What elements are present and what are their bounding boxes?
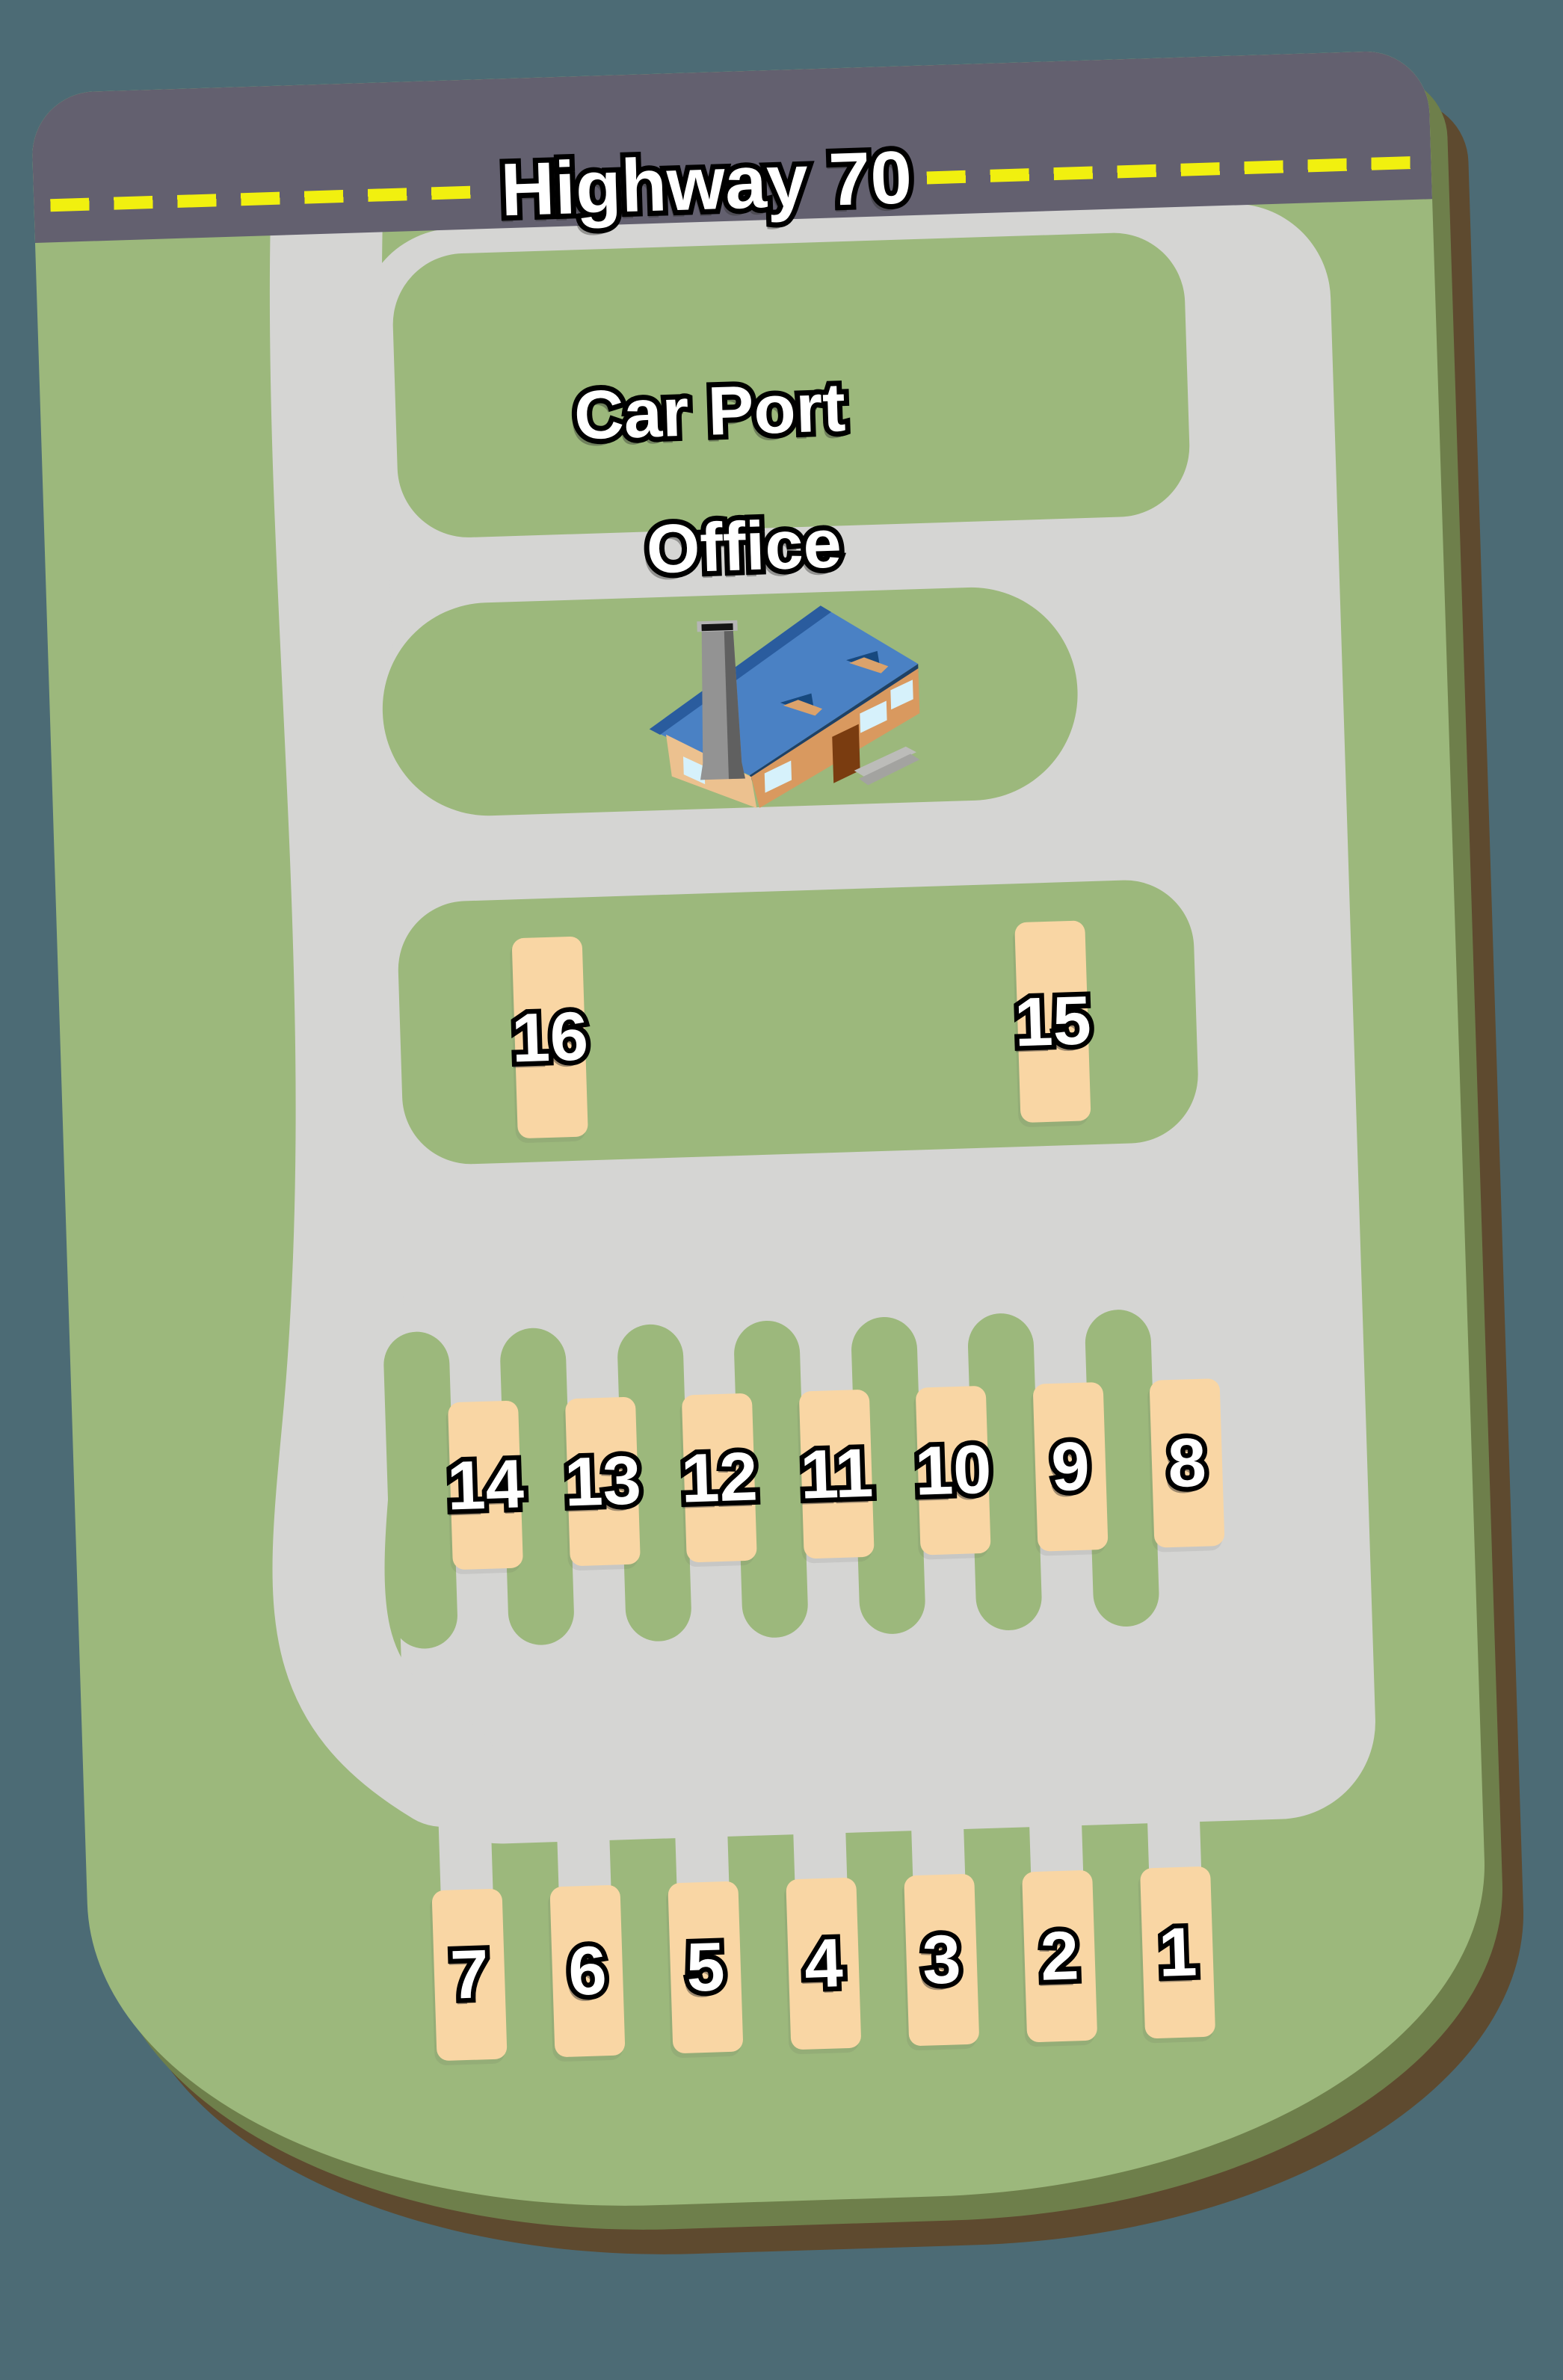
driveway-stubs <box>437 1769 1202 1906</box>
campground-map: Highway 70 Highway 70 <box>30 49 1495 2223</box>
house-icon <box>649 605 920 809</box>
road-left <box>269 173 499 1827</box>
divider-islands <box>383 1310 1159 1649</box>
upper-sites-island <box>398 880 1198 1165</box>
carport-island <box>392 232 1190 537</box>
office-house <box>641 580 924 813</box>
